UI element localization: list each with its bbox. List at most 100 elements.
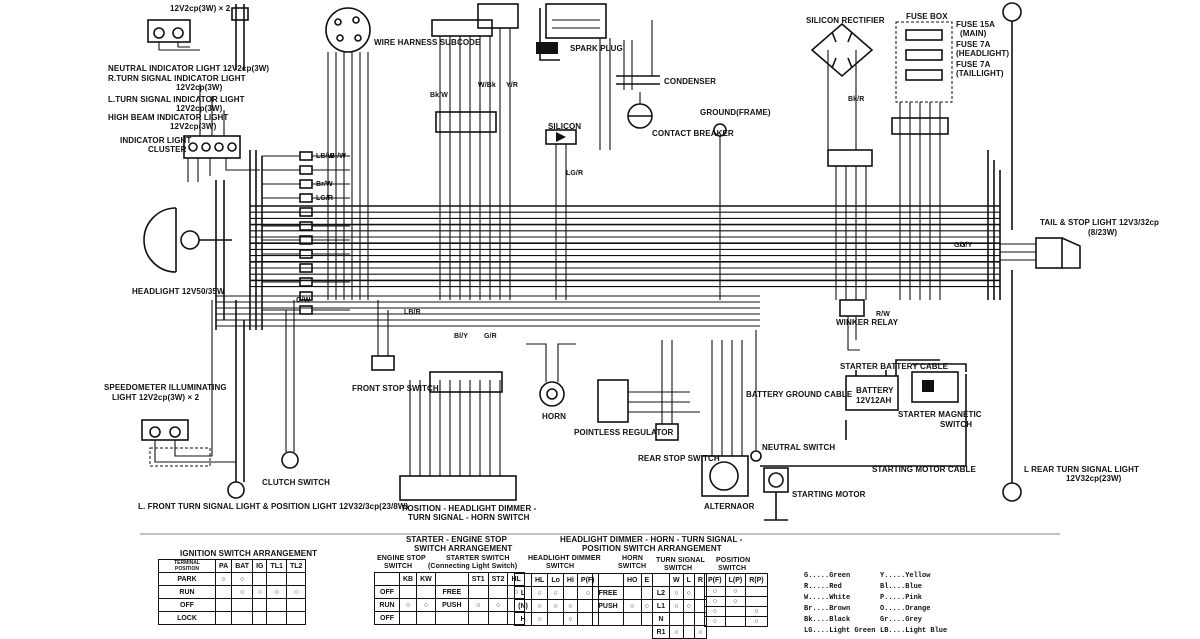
- legend-entry: Gr....Grey: [880, 616, 923, 624]
- front-stop-symbol: [371, 300, 395, 371]
- starter-cell: [487, 611, 509, 625]
- horn-col: HO: [623, 573, 642, 587]
- starter-cell: [416, 611, 436, 625]
- condenser-label: CONDENSER: [664, 77, 717, 86]
- rear-turn-label: L REAR TURN SIGNAL LIGHT: [1024, 465, 1139, 474]
- ignition-cell: ○: [231, 585, 254, 599]
- legend-entry: P.....Pink: [880, 594, 923, 602]
- legend-entry: LG....Light Green: [804, 627, 876, 635]
- neutral-switch-symbol: [750, 330, 762, 462]
- table-row: ○○: [704, 606, 768, 617]
- battery-sub: 12V12AH: [856, 396, 892, 405]
- table-row: FREE: [592, 586, 654, 600]
- dimmer-cell: ○: [547, 599, 564, 613]
- ignition-row-label: OFF: [158, 598, 216, 612]
- winker-relay-label: WINKER RELAY: [836, 318, 899, 327]
- turn-switch-head: TURN SIGNAL: [656, 557, 705, 564]
- contact-breaker-symbol: [627, 92, 653, 129]
- wire-code: Bl/W: [330, 153, 346, 160]
- wire-code: Bk/R: [848, 96, 865, 103]
- ignition-cell: [231, 611, 254, 625]
- ignition-row-label: PARK: [158, 572, 216, 586]
- horn-row-label: PUSH: [592, 599, 624, 613]
- horn-switch-head-2: SWITCH: [618, 563, 647, 570]
- ignition-col: TL2: [285, 559, 307, 573]
- starter-row-label: OFF: [374, 611, 400, 625]
- horn-row-label: FREE: [592, 586, 624, 600]
- ignition-cell: ○: [252, 585, 268, 599]
- ignition-coil: [536, 3, 611, 150]
- engine-stop-head-2: SWITCH: [384, 563, 413, 570]
- starter-cell: ○: [398, 598, 418, 612]
- position-cell: [745, 586, 768, 597]
- fuse-main-sub: (MAIN): [960, 29, 987, 38]
- wire-code: Bl/Y: [454, 333, 469, 340]
- clutch-switch-symbol: [281, 300, 299, 469]
- turn-switch-head-2: SWITCH: [664, 565, 693, 572]
- horn-switch-head: HORN: [622, 555, 644, 562]
- alternator-label: ALTERNAOR: [704, 502, 755, 511]
- battery-symbol: [845, 359, 940, 440]
- wire-code: LG/R: [316, 195, 334, 202]
- pointless-regulator-label: POINTLESS REGULATOR: [574, 428, 674, 437]
- rear-stop-symbol: [655, 340, 679, 441]
- dimmer-col: HL: [530, 573, 549, 587]
- table-row: [592, 612, 654, 626]
- starter-col-blank: [434, 572, 469, 586]
- cluster-label: INDICATOR LIGHT: [120, 136, 192, 145]
- tail-light-symbol: [1000, 237, 1081, 269]
- table-row: LOCK: [158, 611, 307, 625]
- horn-cell: [623, 612, 642, 626]
- neutral-light-label: NEUTRAL INDICATOR LIGHT 12V2cp(3W): [108, 64, 270, 73]
- position-cell: ○: [745, 616, 768, 627]
- position-cell: ○: [704, 586, 726, 597]
- headlight-label: HEADLIGHT 12V50/35W: [132, 287, 225, 296]
- dimmer-cell: [547, 612, 564, 626]
- starter-switch-head-2: (Connecting Light Switch): [428, 563, 518, 570]
- turn-row-label: N: [652, 612, 670, 626]
- silicon-diode: [545, 129, 577, 300]
- starter-battery-cable-label: STARTER BATTERY CABLE: [840, 362, 949, 371]
- starter-cell: [487, 585, 509, 599]
- harness-subcode-block: [431, 3, 519, 300]
- bullet-connector: [299, 277, 313, 287]
- ignition-col: PA: [214, 559, 233, 573]
- legend-entry: Bk....Black: [804, 616, 851, 624]
- dimmer-table-title: HEADLIGHT DIMMER - HORN - TURN SIGNAL -: [560, 535, 743, 544]
- table-row: ○○: [704, 586, 768, 597]
- dimmer-cell: ○: [530, 586, 549, 600]
- rectifier-label: SILICON RECTIFIER: [806, 16, 885, 25]
- horn-row-label: [592, 612, 624, 626]
- turn-cell: ○: [669, 625, 684, 639]
- horn-cell: [640, 612, 654, 626]
- legend-entry: Y.....Yellow: [880, 572, 931, 580]
- legend-entry: O.....Orange: [880, 605, 931, 613]
- wire-code: R/W: [876, 311, 890, 318]
- headlight-dimmer-head-2: SWITCH: [546, 563, 575, 570]
- table-row: N: [652, 612, 707, 626]
- r-turn-indicator-label: R.TURN SIGNAL INDICATOR LIGHT: [108, 74, 246, 83]
- fuse-box-symbol: [891, 21, 953, 300]
- starter-cell: [467, 585, 489, 599]
- turn-col: L: [682, 573, 695, 587]
- tail-light-label: TAIL & STOP LIGHT 12V3/32cp: [1040, 218, 1160, 227]
- ignition-cell: [266, 572, 287, 586]
- ignition-switch-table: TERMINAL POSITION PA BAT IG TL1 TL2 PARK…: [158, 559, 307, 625]
- starter-cell: ○: [416, 598, 436, 612]
- position-cell: ○: [704, 606, 726, 617]
- ignition-corner: TERMINAL POSITION: [158, 559, 216, 573]
- starter-cell: [398, 611, 418, 625]
- wire-code: LG/R: [566, 170, 584, 177]
- wire-code: W/Bk: [478, 82, 496, 89]
- headlight-dimmer-head: HEADLIGHT DIMMER: [528, 555, 601, 562]
- starter-cell: [416, 585, 436, 599]
- ignition-cell: ○: [231, 572, 254, 586]
- rectifier-symbol: [810, 22, 874, 300]
- horn-cell: ○: [623, 599, 642, 613]
- bullet-connector: [299, 179, 313, 189]
- horn-col-blank: [592, 573, 624, 587]
- legend-entry: Bl....Blue: [880, 583, 923, 591]
- position-cell: ○: [745, 606, 768, 617]
